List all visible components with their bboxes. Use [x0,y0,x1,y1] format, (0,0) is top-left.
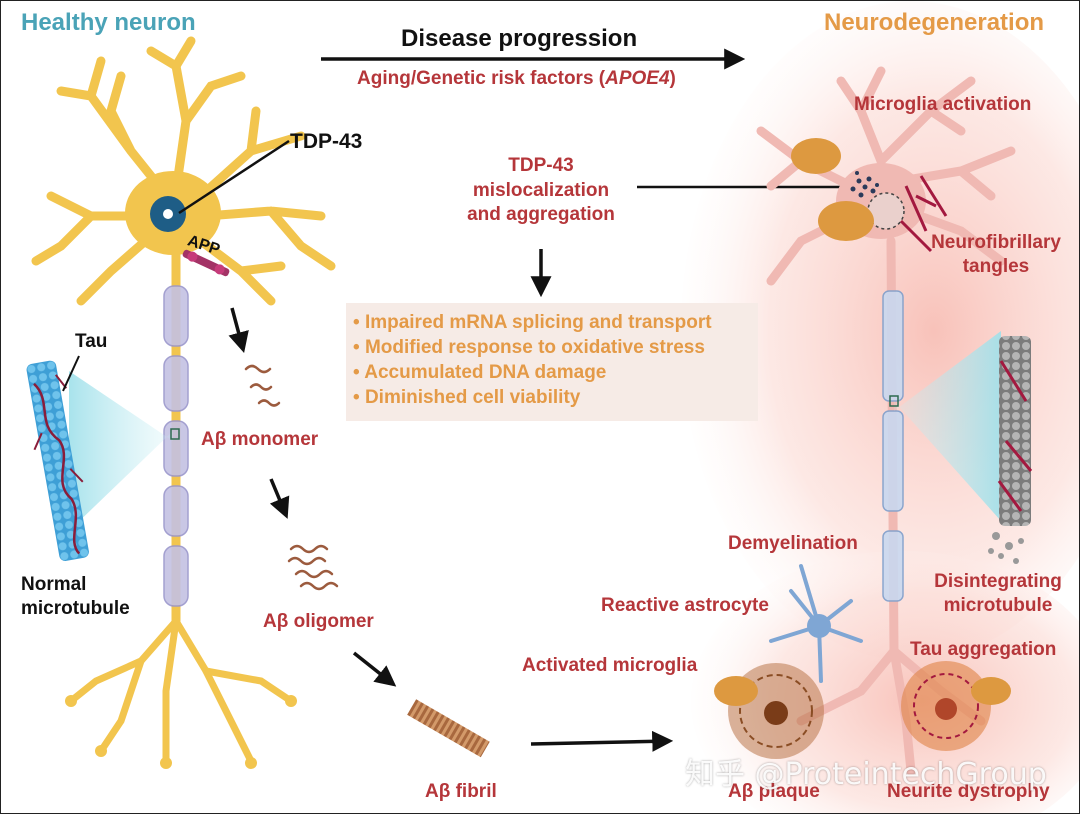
consequence-item-2: • Modified response to oxidative stress [353,337,705,359]
abeta-plaque-icon [714,663,824,759]
bullet-1: • [353,312,360,333]
tau-aggregation-label: Tau aggregation [910,639,1057,660]
activated-microglia-label: Activated microglia [522,655,698,676]
consequences-box [346,303,758,421]
abeta-oligomer-icon [287,544,339,591]
healthy-myelin-sheath [163,285,189,607]
risk-factors-label: Aging/Genetic risk factors (APOE4) [357,68,676,90]
tangles-line2: tangles [962,255,1030,277]
app-protein-icon [182,249,230,277]
normal-microtubule-line1: Normal [21,574,87,595]
consequence-text-2: Modified response to oxidative stress [364,337,705,358]
astrocyte-soma [807,614,831,638]
abeta-plaque-label: Aβ plaque [728,781,820,802]
normal-microtubule-line2: microtubule [21,597,130,619]
consequence-text-1: Impaired mRNA splicing and transport [364,312,712,333]
degeneration-zoom-box [889,395,899,407]
neurofibrillary-tangles-icon [899,175,948,253]
tdp43-event-line1: TDP-43 [508,155,574,176]
abeta-fibril-icon [407,699,490,758]
abeta-fibril-label: Aβ fibril [425,781,497,802]
tdp43-mislocalization-label: TDP-43 mislocalization and aggregation [446,154,636,228]
risk-factors-prefix: Aging/Genetic risk factors ( [357,68,606,89]
watermark: 知乎 @ProteintechGroup [685,757,1047,792]
bullet-3: • [353,362,360,383]
tdp43-pointer [178,139,290,215]
consequence-item-4: • Diminished cell viability [353,387,580,409]
healthy-neuron-title: Healthy neuron [21,9,196,36]
abeta-oligomer-label: Aβ oligomer [263,611,374,632]
amyloid-arrows [228,307,674,752]
healthy-axon-tips [65,695,297,769]
degeneration-zoom-cone [894,331,1001,521]
disease-progression-label: Disease progression [401,25,638,52]
normal-microtubule [26,360,89,561]
tangles-line1: Neurofibrillary [931,232,1061,253]
tdp43-label: TDP-43 [290,130,363,153]
healthy-zoom-box [170,428,180,440]
healthy-nucleolus [163,209,173,219]
risk-gene: APOE4 [605,68,670,89]
consequence-text-4: Diminished cell viability [364,387,581,408]
tau-aggregation-plaque-icon [901,661,1011,751]
disintegrating-microtubule-icon [988,336,1033,564]
disintegrating-line1: Disintegrating [934,571,1062,592]
normal-microtubule-label: Normal microtubule [21,573,130,621]
degraded-myelin-sheath [882,290,904,602]
disintegrating-line2: microtubule [943,594,1053,616]
consequence-item-1: • Impaired mRNA splicing and transport [353,312,712,334]
microglia-cell-icon [791,138,874,241]
abeta-monomer-icon [244,364,281,407]
neurodegeneration-title: Neurodegeneration [824,9,1045,36]
neurite-dystrophy-label: Neurite dystrophy [887,781,1050,802]
risk-factors-suffix: ) [669,68,676,89]
neurofibrillary-tangles-label: Neurofibrillary tangles [916,231,1076,279]
tdp43-aggregate-icon [850,171,879,198]
disintegrating-microtubule-label: Disintegrating microtubule [923,570,1073,618]
demyelination-label: Demyelination [728,533,858,554]
reactive-astrocyte-label: Reactive astrocyte [601,595,769,616]
tdp43-event-line2: mislocalization [472,179,610,201]
abeta-monomer-label: Aβ monomer [201,429,319,450]
reactive-astrocyte-icon [769,564,863,683]
microglia-activation-label: Microglia activation [854,94,1032,115]
tau-label: Tau [75,331,108,352]
bullet-2: • [353,337,360,358]
healthy-zoom-cone [69,371,173,531]
bullet-4: • [353,387,360,408]
tdp43-event-line3: and aggregation [467,204,615,226]
tau-pointer [62,355,80,392]
consequence-text-3: Accumulated DNA damage [364,362,607,383]
healthy-axon-terminals [67,617,295,765]
healthy-dendrites [31,36,336,306]
consequence-item-3: • Accumulated DNA damage [353,362,606,384]
